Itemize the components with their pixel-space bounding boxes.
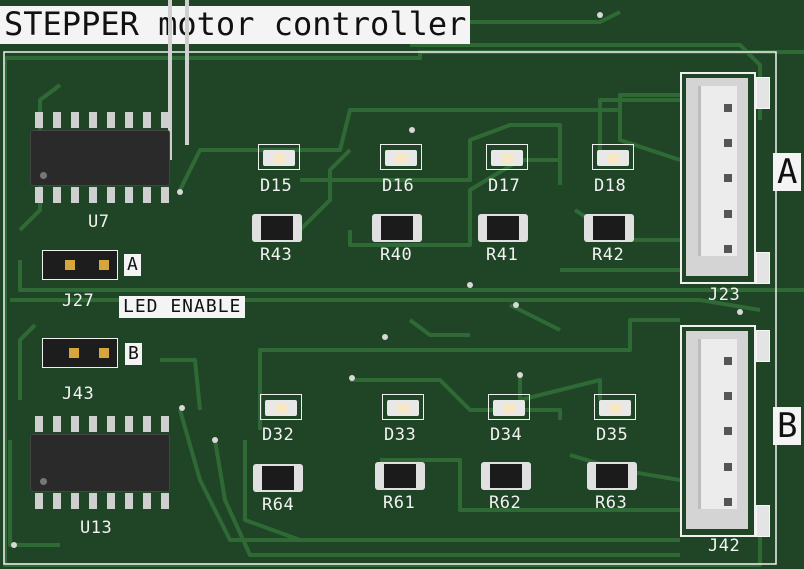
- led-d35: [594, 394, 636, 420]
- silk-connector-b: B: [773, 407, 802, 445]
- led-d34: [488, 394, 530, 420]
- led-d35-ref: D35: [596, 425, 629, 445]
- led-d32-ref: D32: [262, 425, 295, 445]
- resistor-r42: [584, 214, 634, 242]
- led-d18-ref: D18: [594, 176, 627, 196]
- silk-led-enable: LED ENABLE: [119, 296, 246, 318]
- resistor-r61-ref: R61: [383, 493, 416, 513]
- led-d18: [592, 144, 634, 170]
- led-d33: [382, 394, 424, 420]
- resistor-r42-ref: R42: [592, 245, 625, 265]
- silk-channel-b: B: [125, 343, 142, 365]
- resistor-r61: [375, 462, 425, 490]
- jumper-j27-ref: J27: [62, 291, 95, 311]
- jumper-j27[interactable]: [42, 250, 118, 280]
- resistor-r62: [481, 462, 531, 490]
- ic-u13: [30, 414, 175, 512]
- resistor-r40: [372, 214, 422, 242]
- resistor-r62-ref: R62: [489, 493, 522, 513]
- led-d15-ref: D15: [260, 176, 293, 196]
- ic-u7: [30, 110, 175, 205]
- led-d16-ref: D16: [382, 176, 415, 196]
- connector-j42-ref: J42: [708, 536, 741, 556]
- connector-j23-ref: J23: [708, 285, 741, 305]
- led-d15: [258, 144, 300, 170]
- resistor-r43-ref: R43: [260, 245, 293, 265]
- led-d16: [380, 144, 422, 170]
- led-d17-ref: D17: [488, 176, 521, 196]
- led-d17: [486, 144, 528, 170]
- resistor-r41: [478, 214, 528, 242]
- jumper-j43[interactable]: [42, 338, 118, 368]
- connector-j42[interactable]: [680, 325, 770, 537]
- resistor-r41-ref: R41: [486, 245, 519, 265]
- ic-u7-ref: U7: [88, 212, 110, 232]
- resistor-r63-ref: R63: [595, 493, 628, 513]
- resistor-r64-ref: R64: [262, 495, 295, 515]
- led-d34-ref: D34: [490, 425, 523, 445]
- wire-lead: [185, 0, 189, 145]
- resistor-r40-ref: R40: [380, 245, 413, 265]
- silk-channel-a: A: [124, 254, 141, 276]
- connector-j23[interactable]: [680, 72, 770, 284]
- resistor-r63: [587, 462, 637, 490]
- ic-u13-ref: U13: [80, 518, 113, 538]
- silk-connector-a: A: [773, 153, 802, 191]
- led-d32: [260, 394, 302, 420]
- wire-lead: [168, 0, 172, 160]
- jumper-j43-ref: J43: [62, 384, 95, 404]
- resistor-r64: [253, 464, 303, 492]
- resistor-r43: [252, 214, 302, 242]
- board-title: STEPPER motor controller: [0, 6, 471, 44]
- led-d33-ref: D33: [384, 425, 417, 445]
